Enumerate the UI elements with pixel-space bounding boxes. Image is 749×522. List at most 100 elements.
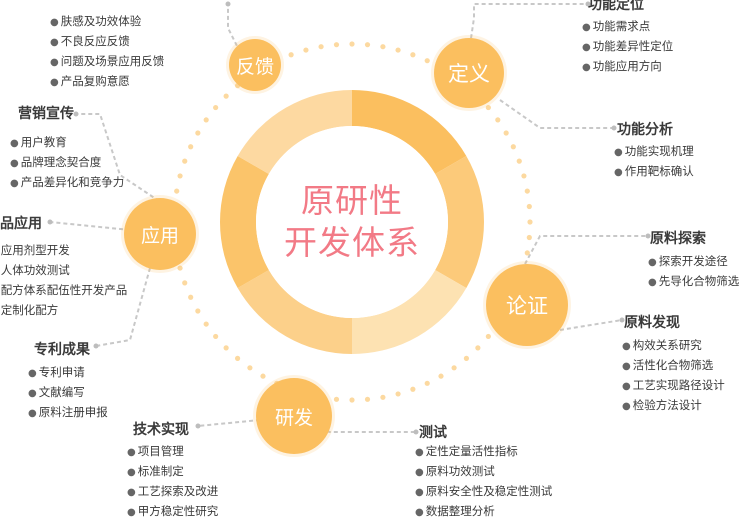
orbit-dot <box>451 365 457 371</box>
center-title-line1: 原研性 <box>301 181 403 220</box>
list-item: 产品复购意愿 <box>50 72 164 92</box>
connector-end-dot <box>619 317 625 323</box>
list-item: 甲方稳定性研究 <box>127 502 219 522</box>
connector-line <box>499 99 614 129</box>
orbit-dot <box>234 355 241 361</box>
tech-list: 项目管理 标准制定 工艺探索及改进 甲方稳定性研究 <box>127 442 219 522</box>
list-item: 问题及场景应用反馈 <box>50 52 165 72</box>
orbit-dot <box>203 321 209 327</box>
list-item: 用户教育 <box>10 133 124 153</box>
node-definition: 定义 <box>434 38 504 108</box>
orbit-dot <box>475 345 481 351</box>
ring-segment <box>220 156 269 288</box>
section-title-product-app: 产品应用 <box>0 216 42 232</box>
connector-end-dot <box>73 111 79 117</box>
func-analysis-list: 功能实现机理 作用靶标确认 <box>614 142 694 182</box>
section-title-func-def: 功能定位 <box>588 0 644 13</box>
orbit-dot <box>213 104 219 111</box>
list-item: 检验方法设计 <box>622 396 725 416</box>
feedback-list: 肤感及功效体验 不良反应反馈 问题及场景应用反馈 产品复购意愿 <box>50 12 165 92</box>
orbit-dot <box>318 44 324 50</box>
diagram-graphics <box>47 1 651 435</box>
orbit-dot <box>485 333 491 340</box>
connector-end-dot <box>93 343 99 349</box>
orbit-dot <box>213 333 219 340</box>
connector-end-dot <box>611 125 617 131</box>
list-item: 配方体系配伍性开发产品 <box>0 281 128 301</box>
list-item: 功能实现机理 <box>614 142 694 162</box>
orbit-dot <box>410 386 416 392</box>
orbit-dot <box>247 365 253 371</box>
section-title-raw-discover: 原料发现 <box>624 315 680 331</box>
orbit-dot <box>182 280 188 286</box>
orbit-dot <box>521 173 527 179</box>
list-item: 定制化配方 <box>0 301 127 321</box>
connector-end-dot <box>47 219 53 225</box>
orbit-dot <box>524 188 530 194</box>
node-definition-label: 定义 <box>448 62 490 86</box>
list-item: 活性化合物筛选 <box>622 356 725 376</box>
orbit-dot <box>503 130 509 136</box>
orbit-dot <box>364 396 371 402</box>
orbit-dot <box>395 391 401 397</box>
node-argument: 论证 <box>486 264 568 346</box>
connector-end-dot <box>413 429 419 435</box>
list-item: 原料注册申报 <box>28 403 108 423</box>
diagram-canvas: 原研性 开发体系 反馈 定义 应用 论证 研发 肤感及功效体验 不良反应反馈 问… <box>0 0 749 502</box>
connector-end-dot <box>195 423 201 429</box>
orbit-dot <box>223 93 229 99</box>
ring-segment <box>435 156 484 288</box>
section-title-marketing: 营销宣传 <box>18 106 74 122</box>
ring-segment <box>237 90 352 174</box>
node-application: 应用 <box>124 198 196 270</box>
list-item: 标准制定 <box>127 462 218 482</box>
orbit-dot <box>524 250 530 256</box>
center-ring <box>220 90 484 354</box>
orbit-dot <box>526 203 532 210</box>
section-title-tech: 技术实现 <box>133 422 189 438</box>
center-title-line2: 开发体系 <box>284 223 420 262</box>
section-title-func-analysis: 功能分析 <box>617 122 673 138</box>
node-feedback: 反馈 <box>229 39 281 91</box>
list-item: 作用靶标确认 <box>614 162 694 182</box>
list-item: 探索开发途径 <box>648 252 739 272</box>
orbit-dot <box>410 52 416 58</box>
orbit-dot <box>188 144 194 150</box>
ring-segment <box>237 270 352 354</box>
connector-line <box>49 221 131 231</box>
orbit-dot <box>510 144 516 150</box>
connector-line <box>559 319 623 331</box>
orbit-dot <box>288 52 294 58</box>
orbit-dot <box>195 308 201 314</box>
orbit-dot <box>177 173 183 179</box>
connector-end-dot <box>585 1 591 7</box>
connector-lines <box>47 1 651 435</box>
orbit-dot <box>463 355 470 361</box>
orbit-dot <box>174 188 180 194</box>
section-title-raw-explore: 原料探索 <box>650 231 706 247</box>
orbit-dot <box>188 294 194 300</box>
connector-line <box>197 419 261 427</box>
orbit-dot <box>223 345 229 351</box>
orbit-dot <box>395 47 401 53</box>
list-item: 品牌理念契合度 <box>10 153 124 173</box>
list-item: 项目管理 <box>127 442 218 462</box>
orbit-dot <box>195 130 201 136</box>
orbit-dot <box>424 58 430 64</box>
test-list: 定性定量活性指标 原料功效测试 原料安全性及稳定性测试 数据整理分析 <box>415 442 553 522</box>
list-item: 构效关系研究 <box>622 336 725 356</box>
orbit-dot <box>333 42 340 48</box>
marketing-list: 用户教育 品牌理念契合度 产品差异化和竞争力 <box>10 133 125 193</box>
ring-segment <box>352 270 467 354</box>
orbit-dot <box>349 397 355 403</box>
patent-list: 专利申请 文献编写 原料注册申报 <box>28 363 108 423</box>
connector-line <box>227 4 241 53</box>
orbit-dot <box>485 104 491 111</box>
list-item: 工艺探索及改进 <box>127 482 219 502</box>
list-item: 工艺实现路径设计 <box>622 376 725 396</box>
orbit-dot <box>303 47 309 53</box>
list-item: 应用剂型开发 <box>0 241 127 261</box>
raw-discover-list: 构效关系研究 活性化合物筛选 工艺实现路径设计 检验方法设计 <box>622 336 725 416</box>
node-argument-label: 论证 <box>506 294 548 318</box>
orbit-dot <box>380 394 386 400</box>
